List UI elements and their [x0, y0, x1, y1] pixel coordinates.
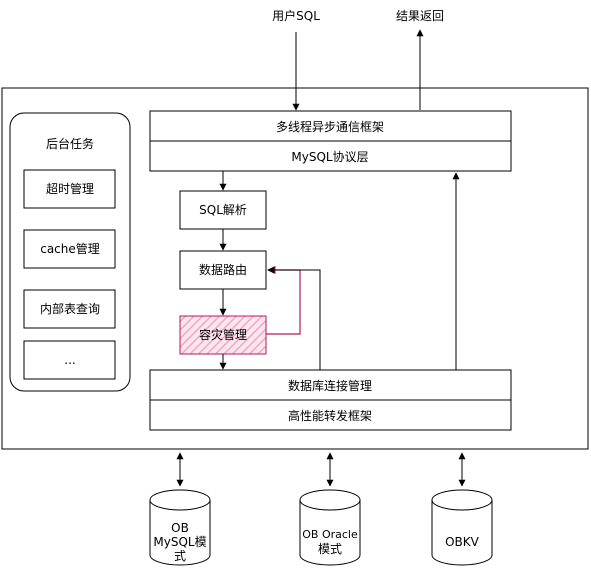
- task-timeout-label: 超时管理: [46, 181, 94, 196]
- disaster-mgmt-box: [179, 315, 267, 355]
- obkv-db: OBKV: [431, 489, 493, 566]
- background-tasks-title: 后台任务: [46, 136, 94, 151]
- outer-frame: [1, 87, 589, 450]
- disaster-mgmt-label: 容灾管理: [199, 327, 247, 342]
- high-perf-forward-label: 高性能转发框架: [288, 408, 372, 423]
- db-conn-mgmt-box: [149, 369, 512, 401]
- task-internal-table-label: 内部表查询: [40, 301, 100, 316]
- ob-mysql-label-2: MySQL模: [153, 535, 206, 549]
- task-internal-table-box: [23, 289, 116, 329]
- multithread-async-label: 多线程异步通信框架: [276, 119, 384, 134]
- mysql-protocol-box: [149, 140, 512, 172]
- dbconn-to-routing-arrow: [267, 266, 321, 370]
- ob-oracle-label-2: 模式: [318, 542, 342, 556]
- result-return-label: 结果返回: [396, 9, 444, 23]
- task-timeout-box: [23, 169, 116, 209]
- disaster-feedback-arrow: [266, 265, 301, 335]
- task-more-label: ...: [64, 353, 75, 367]
- ob-oracle-label-1: OB Oracle: [302, 528, 358, 541]
- mysql-protocol-label: MySQL协议层: [291, 149, 368, 164]
- data-routing-box: [179, 250, 267, 290]
- db-conn-mgmt-label: 数据库连接管理: [288, 378, 372, 393]
- ob-mysql-label-3: 式: [174, 549, 186, 563]
- task-cache-label: cache管理: [40, 241, 100, 256]
- background-tasks-panel: [9, 112, 131, 392]
- ob-oracle-db: OB Oracle 模式: [299, 489, 361, 566]
- sql-parse-box: [179, 190, 267, 230]
- ob-mysql-label-1: OB: [171, 521, 189, 535]
- ob-mysql-db: OB MySQL模 式: [149, 489, 211, 566]
- user-sql-label: 用户SQL: [272, 8, 320, 23]
- high-perf-forward-box: [149, 399, 512, 431]
- sql-parse-label: SQL解析: [199, 203, 247, 217]
- data-routing-label: 数据路由: [199, 262, 247, 277]
- task-more-box: [23, 340, 116, 380]
- obkv-label: OBKV: [445, 535, 480, 549]
- task-cache-box: [23, 229, 116, 269]
